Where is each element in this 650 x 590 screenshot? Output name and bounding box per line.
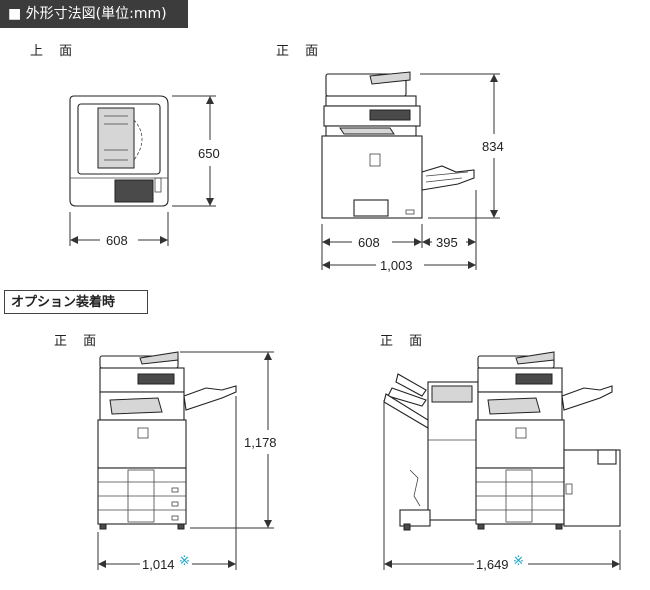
option-left-printer	[97, 351, 237, 530]
note-mark-2: ※	[513, 553, 524, 568]
dim-opt1-width: 1,014	[142, 557, 175, 572]
option-right-printer	[383, 351, 621, 531]
dim-top-width: 608	[106, 233, 128, 248]
front-view-printer	[321, 71, 475, 219]
dim-opt2-width: 1,649	[476, 557, 509, 572]
option-left-dims: 1,178 1,014 ※	[97, 351, 277, 572]
top-view-label: 上 面	[30, 44, 79, 59]
top-width-dim: 608	[69, 212, 169, 248]
note-mark-1: ※	[179, 553, 190, 568]
dim-top-depth: 650	[198, 146, 220, 161]
dim-front-tray: 395	[436, 235, 458, 250]
dim-front-total: 1,003	[380, 258, 413, 273]
front-width-dims: 608 395 1,003	[321, 190, 477, 273]
option-front-left-label: 正 面	[54, 334, 103, 349]
dim-opt1-height: 1,178	[244, 435, 277, 450]
top-depth-dim: 650	[172, 95, 220, 207]
option-front-right-label: 正 面	[380, 334, 429, 349]
option-right-dims: 1,649 ※	[383, 400, 621, 572]
section-header: ■ 外形寸法図(単位:mm)	[0, 0, 188, 28]
dim-front-width: 608	[358, 235, 380, 250]
top-view-printer	[69, 95, 169, 207]
front-height-dim: 834	[420, 73, 504, 219]
dim-front-height: 834	[482, 139, 504, 154]
option-title: オプション装着時	[4, 290, 148, 314]
front-view-label: 正 面	[276, 44, 325, 59]
